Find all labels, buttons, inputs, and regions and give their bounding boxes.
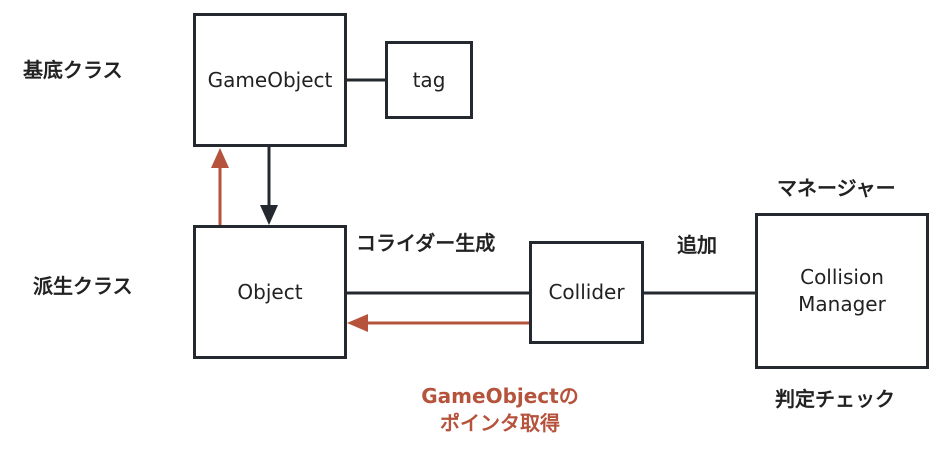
- add-label: 追加: [677, 233, 717, 257]
- object-label: Object: [237, 279, 303, 304]
- collider-label: Collider: [548, 280, 625, 304]
- tag-label: tag: [412, 67, 446, 92]
- collision-manager-label-line2: Manager: [798, 292, 886, 316]
- left-arrowhead-icon: [347, 314, 368, 332]
- manager-label: マネージャー: [777, 176, 896, 200]
- pointer-acquire-label: GameObjectの ポインタ取得: [410, 383, 590, 437]
- base-class-label: 基底クラス: [23, 58, 123, 82]
- judge-check-label: 判定チェック: [775, 387, 895, 411]
- collision-manager-label-line1: Collision: [800, 265, 884, 289]
- collider-box: Collider: [529, 241, 644, 344]
- gameobject-label: GameObject: [207, 67, 333, 92]
- derived-class-label: 派生クラス: [33, 274, 133, 298]
- down-arrowhead-icon: [260, 205, 278, 225]
- pointer-label-line1: GameObjectの: [421, 384, 579, 408]
- collision-manager-box: Collision Manager: [755, 213, 929, 369]
- create-collider-label: コライダー生成: [356, 231, 496, 255]
- object-box: Object: [193, 225, 347, 359]
- up-arrowhead-icon: [211, 148, 229, 168]
- tag-box: tag: [385, 41, 473, 119]
- pointer-label-line2: ポインタ取得: [440, 411, 560, 435]
- gameobject-box: GameObject: [193, 13, 347, 147]
